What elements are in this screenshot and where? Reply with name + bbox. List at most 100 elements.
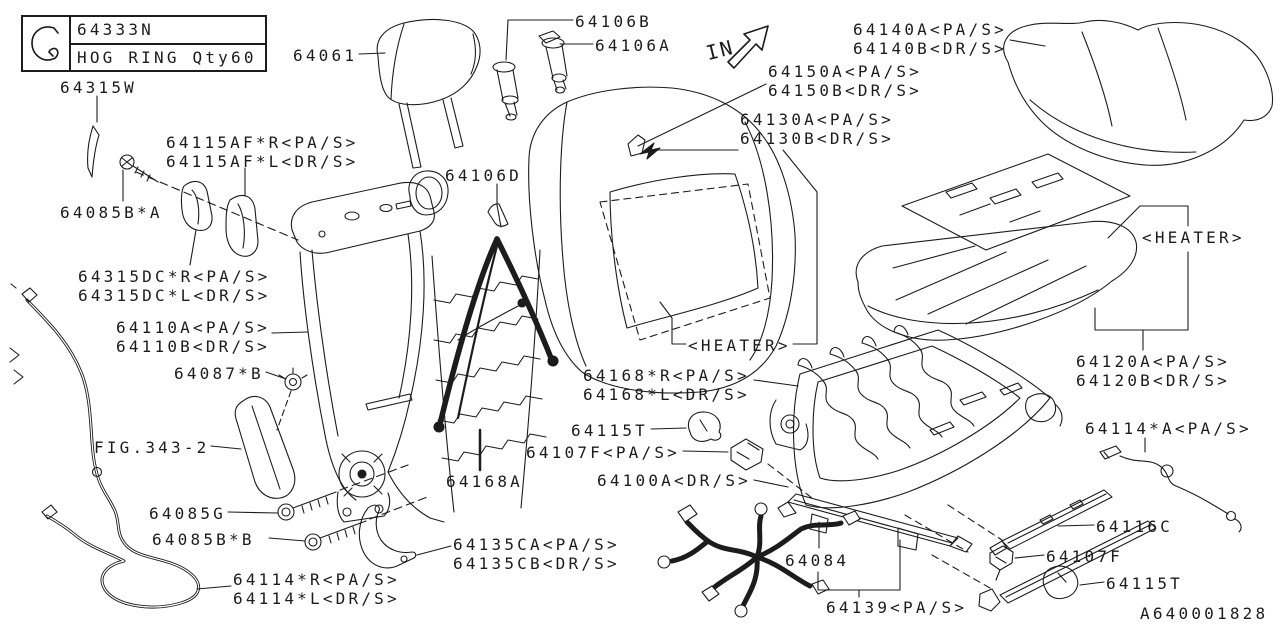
part-label-64168: 64168*R<PA/S>64168*L<DR/S> [583,366,750,404]
part-label-line: 64100A<DR/S> [597,471,751,490]
part-label-64120: 64120A<PA/S>64120B<DR/S> [1076,352,1230,390]
part-label-line: <HEATER> [688,336,791,355]
part-label-64107F-right: 64107F [1046,547,1123,566]
headrest-guide-pins-drawing [492,19,594,121]
part-label-64115AF: 64115AF*R<PA/S>64115AF*L<DR/S> [166,133,359,171]
fastener-bolts-drawing [119,154,431,551]
part-label-line: 64315W [60,78,137,97]
legend-box: 64333N HOG RING Qty60 [21,15,267,72]
part-label-line: 64114*A<PA/S> [1085,419,1252,438]
seatback-pad-drawing [1003,19,1274,166]
seatback-spring-mat-drawing [431,236,799,513]
part-label-line: 64315DC*R<PA/S> [78,267,271,286]
part-label-line: 64115AF*R<PA/S> [166,133,359,152]
part-label-line: 64116C [1096,517,1173,536]
part-label-line: 64115T [571,421,648,440]
seat-frame-assembly-drawing [753,325,1063,553]
part-label-64085G: 64085G [149,504,226,523]
part-label-heater-cushion: <HEATER> [1142,228,1245,247]
part-label-64087-B: 64087*B [174,364,264,383]
part-label-64114-A: 64114*A<PA/S> [1085,419,1252,438]
part-label-line: 64085B*B [152,530,255,549]
part-label-line: 64061 [293,46,358,65]
part-label-64315W: 64315W [60,78,137,97]
seat-cushion-pad-drawing [855,220,1138,341]
part-label-line: FIG.343-2 [94,438,210,457]
legend-part-number: 64333N [71,17,265,45]
part-label-64115T-right: 64115T [1106,574,1183,593]
lumbar-cable-right-drawing [1099,437,1242,533]
part-label-64084: 64084 [785,551,849,570]
diagram-code: A640001828 [1140,604,1269,623]
part-label-line: 64106B [575,12,652,31]
part-label-line: 64130A<PA/S> [740,110,894,129]
part-label-64085B-A: 64085B*A [60,203,163,222]
part-label-line: 64115AF*L<DR/S> [166,152,359,171]
wiring-harness-drawing [657,502,901,618]
part-label-line: 64168A [446,472,523,491]
part-label-line: 64135CA<PA/S> [453,535,620,554]
part-label-line: 64107F<PA/S> [526,443,680,462]
part-label-line: 64114*R<PA/S> [233,570,400,589]
part-label-line: 64139<PA/S> [826,598,968,617]
part-label-line: 64110B<DR/S> [116,337,270,356]
part-label-64130: 64130A<PA/S>64130B<DR/S> [740,110,894,148]
part-label-64106D: 64106D [445,166,522,185]
part-label-line: 64315DC*L<DR/S> [78,286,271,305]
part-label-64100A: 64100A<DR/S> [597,471,751,490]
part-label-line: 64085G [149,504,226,523]
legend-part-description: HOG RING Qty60 [77,47,257,67]
headrest-bushing-brackets-drawing [180,167,259,266]
part-label-64114-RL: 64114*R<PA/S>64114*L<DR/S> [233,570,400,608]
part-label-64106B: 64106B [575,12,652,31]
part-label-64110: 64110A<PA/S>64110B<DR/S> [116,318,270,356]
part-label-line: 64140B<DR/S> [853,39,1007,58]
part-label-64106A: 64106A [595,36,672,55]
part-label-64116C: 64116C [1096,517,1173,536]
side-trim-fig343-drawing [210,367,308,499]
part-label-64168A: 64168A [446,472,523,491]
part-label-line: 64120A<PA/S> [1076,352,1230,371]
recliner-cable-left-drawing [9,283,232,609]
hog-ring-icon [23,17,71,70]
part-label-64085B-B: 64085B*B [152,530,255,549]
part-label-64315DC: 64315DC*R<PA/S>64315DC*L<DR/S> [78,267,271,305]
part-label-64061: 64061 [293,46,357,65]
direction-arrow-icon [727,25,769,69]
part-label-line: 64135CB<DR/S> [453,554,620,573]
hinge-bracket-64135-drawing [358,504,452,569]
part-label-line: 64106D [445,166,522,185]
part-label-line: 64087*B [174,364,264,383]
part-label-line: 64120B<DR/S> [1076,371,1230,390]
part-label-line: 64084 [785,551,850,570]
part-label-heater-back: <HEATER> [688,336,791,355]
heater-leader-brackets [659,149,1189,351]
part-label-line: 64150A<PA/S> [768,62,922,81]
cushion-heater-sheet-drawing [901,153,1131,251]
part-label-line: 64130B<DR/S> [740,129,894,148]
part-label-line: 64168*L<DR/S> [583,385,750,404]
part-label-line: 64114*L<DR/S> [233,589,400,608]
part-label-64139: 64139<PA/S> [826,598,967,617]
seatback-cover-drawing [528,83,796,394]
part-label-64135C: 64135CA<PA/S>64135CB<DR/S> [453,535,620,573]
part-label-line: 64168*R<PA/S> [583,366,750,385]
part-label-64115T-left: 64115T [571,421,648,440]
part-label-line: 64110A<PA/S> [116,318,270,337]
part-label-64140: 64140A<PA/S>64140B<DR/S> [853,20,1007,58]
seatback-frame-drawing [271,170,449,523]
slide-rails-drawing [931,489,1157,612]
part-label-line: 64085B*A [60,203,163,222]
part-label-64107F-left: 64107F<PA/S> [526,443,680,462]
clip-and-connector-left-drawing [650,411,813,499]
clip-64106d-drawing [487,183,509,228]
part-label-line: 64115T [1106,574,1183,593]
hog-ring-pliers-tip-drawing [87,95,100,178]
part-label-line: 64106A [595,36,672,55]
legend-text: 64333N HOG RING Qty60 [71,17,265,70]
part-label-line: <HEATER> [1142,228,1245,247]
part-label-line: 64107F [1046,547,1123,566]
part-label-line: 64150B<DR/S> [768,81,922,100]
